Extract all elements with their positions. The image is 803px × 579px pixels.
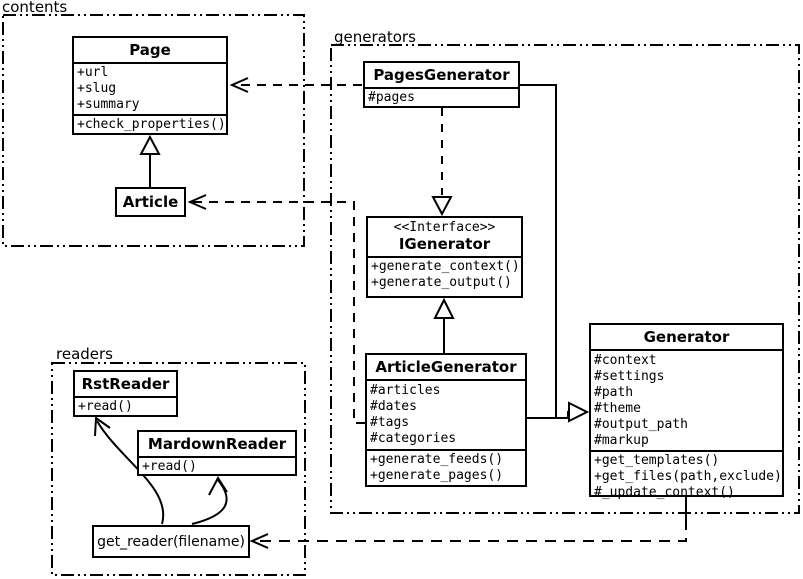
node-get-reader-label: get_reader(filename) <box>97 533 245 550</box>
class-igenerator-methods: +generate_context() +generate_output() <box>368 258 521 292</box>
edge-getreader-to-mardownreader <box>191 479 228 525</box>
edge-articlegenerator-to-article <box>192 201 365 424</box>
class-mardownreader-methods: +read() <box>139 458 295 476</box>
class-igenerator: <<Interface>> IGenerator +generate_conte… <box>366 216 523 298</box>
class-generator: Generator #context #settings #path #them… <box>589 323 784 500</box>
attribute: #path <box>594 385 634 400</box>
class-pagesgenerator: PagesGenerator #pages <box>363 61 520 108</box>
attribute: #tags <box>370 415 410 430</box>
class-generator-title: Generator <box>591 325 782 351</box>
arrowhead-open-rstreader <box>94 416 111 437</box>
attribute: #markup <box>594 433 649 448</box>
method: +get_templates() <box>594 453 720 468</box>
arrowhead-triangle-generator <box>568 401 590 423</box>
class-igenerator-title: IGenerator <box>398 235 491 253</box>
class-article: Article <box>115 187 186 217</box>
method: +generate_pages() <box>370 468 504 483</box>
method: +read() <box>142 459 197 474</box>
class-igenerator-header: <<Interface>> IGenerator <box>368 218 521 258</box>
method: +generate_context() <box>371 259 520 274</box>
arrowhead-triangle-page <box>139 134 161 155</box>
class-articlegenerator-title: ArticleGenerator <box>367 355 525 381</box>
class-page-methods: +check_properties() <box>74 114 226 134</box>
class-page-title: Page <box>74 38 226 64</box>
edge-articlegenerator-to-generator <box>527 411 570 419</box>
arrowhead-open-getreader <box>249 533 269 549</box>
attribute: #context <box>594 353 657 368</box>
method: #_update_context() <box>594 485 735 500</box>
class-article-title: Article <box>122 193 179 211</box>
arrowhead-open-page <box>229 77 249 93</box>
class-articlegenerator-attributes: #articles #dates #tags #categories <box>367 381 525 449</box>
class-generator-attributes: #context #settings #path #theme #output_… <box>591 351 782 450</box>
arrowhead-open-mardownreader <box>208 476 228 496</box>
method: +generate_output() <box>371 275 512 290</box>
class-page-attributes: +url +slug +summary <box>74 64 226 114</box>
node-get-reader: get_reader(filename) <box>92 525 250 558</box>
package-label-generators: generators <box>334 28 416 46</box>
attribute: #articles <box>370 383 441 398</box>
class-pagesgenerator-title: PagesGenerator <box>365 63 518 89</box>
attribute: +slug <box>77 81 117 96</box>
method: +get_files(path,exclude) <box>594 469 782 484</box>
attribute: #settings <box>594 369 665 384</box>
arrowhead-triangle-igenerator-top <box>431 196 453 217</box>
class-generator-methods: +get_templates() +get_files(path,exclude… <box>591 450 782 502</box>
package-contents-border <box>2 14 305 247</box>
class-articlegenerator-methods: +generate_feeds() +generate_pages() <box>367 449 525 485</box>
attribute: #theme <box>594 401 641 416</box>
package-label-readers: readers <box>56 345 113 363</box>
class-articlegenerator: ArticleGenerator #articles #dates #tags … <box>365 353 527 487</box>
class-pagesgenerator-attributes: #pages <box>365 89 518 107</box>
class-rstreader-methods: +read() <box>75 398 176 416</box>
attribute: #output_path <box>594 417 688 432</box>
package-readers-border <box>51 362 306 576</box>
class-page: Page +url +slug +summary +check_properti… <box>72 36 228 135</box>
arrowhead-open-article <box>187 194 207 210</box>
attribute: #dates <box>370 399 417 414</box>
class-rstreader: RstReader +read() <box>73 370 178 417</box>
package-generators-border <box>330 44 800 514</box>
edge-pagesgenerator-to-generator <box>520 84 557 418</box>
attribute: #categories <box>370 431 457 446</box>
method: +generate_feeds() <box>370 452 504 467</box>
attribute: +url <box>77 65 109 80</box>
attribute: +summary <box>77 97 140 112</box>
edge-generator-to-getreader <box>260 519 687 542</box>
package-label-contents: contents <box>2 0 68 16</box>
class-igenerator-stereotype: <<Interface>> <box>393 220 496 235</box>
arrowhead-triangle-igenerator-bottom <box>433 297 455 319</box>
class-mardownreader: MardownReader +read() <box>137 430 297 476</box>
method: +check_properties() <box>77 117 226 132</box>
class-rstreader-title: RstReader <box>75 372 176 398</box>
class-mardownreader-title: MardownReader <box>139 432 295 458</box>
attribute: #pages <box>368 90 415 105</box>
method: +read() <box>78 399 133 414</box>
